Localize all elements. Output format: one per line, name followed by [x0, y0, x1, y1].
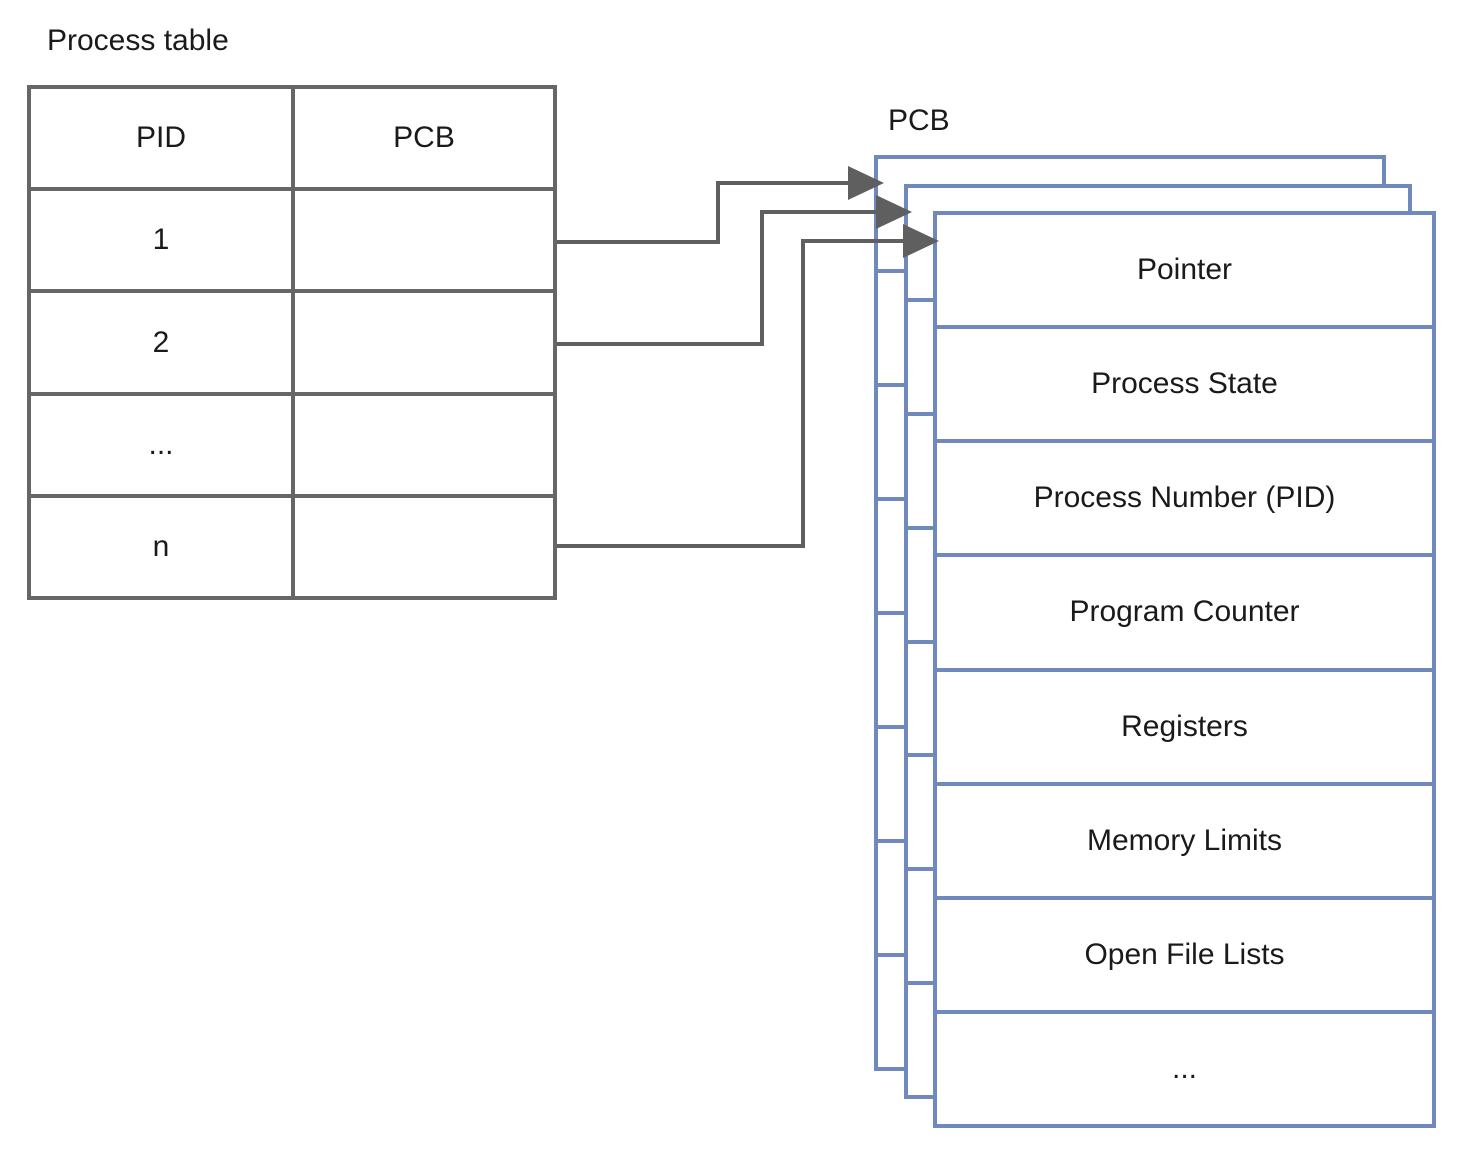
cell-pid-ellipsis: ...: [31, 395, 295, 494]
arrowhead-icon: [848, 166, 884, 200]
process-table: PID PCB 1 2 ... n: [27, 85, 557, 600]
pcb-field-process-number: Process Number (PID): [937, 443, 1432, 558]
column-header-pid: PID: [31, 89, 295, 188]
connector-row-2-line: [557, 210, 876, 346]
cell-pid-2: 2: [31, 293, 295, 392]
connector-row-n-line: [557, 239, 903, 548]
connector-row-1: [557, 166, 884, 244]
pcb-field-program-counter: Program Counter: [937, 557, 1432, 672]
pcb-field-pointer: Pointer: [937, 215, 1432, 330]
pcb-field-registers: Registers: [937, 672, 1432, 786]
table-row[interactable]: n: [31, 497, 553, 597]
table-row[interactable]: ...: [31, 395, 553, 498]
pcb-card-front[interactable]: Pointer Process State Process Number (PI…: [933, 211, 1436, 1128]
pcb-label: PCB: [888, 104, 950, 137]
process-table-label: Process table: [47, 24, 229, 57]
table-row[interactable]: 1: [31, 191, 553, 294]
pcb-field-memory-limits: Memory Limits: [937, 786, 1432, 900]
cell-pid-1: 1: [31, 191, 295, 290]
pcb-field-ellipsis: ...: [1171, 1051, 1197, 1085]
arrowhead-icon: [903, 224, 939, 258]
cell-pid-n: n: [31, 497, 295, 597]
pcb-field-open-file-lists: Open File Lists: [937, 900, 1432, 1014]
table-header-row: PID PCB: [31, 89, 553, 192]
connector-row-n: [557, 224, 939, 548]
arrowhead-icon: [876, 195, 912, 229]
pcb-field-process-state: Process State: [937, 329, 1432, 444]
connector-row-2: [557, 195, 912, 346]
table-row[interactable]: 2: [31, 293, 553, 396]
connector-row-1-line: [557, 181, 848, 244]
column-header-pcb: PCB: [393, 121, 455, 155]
